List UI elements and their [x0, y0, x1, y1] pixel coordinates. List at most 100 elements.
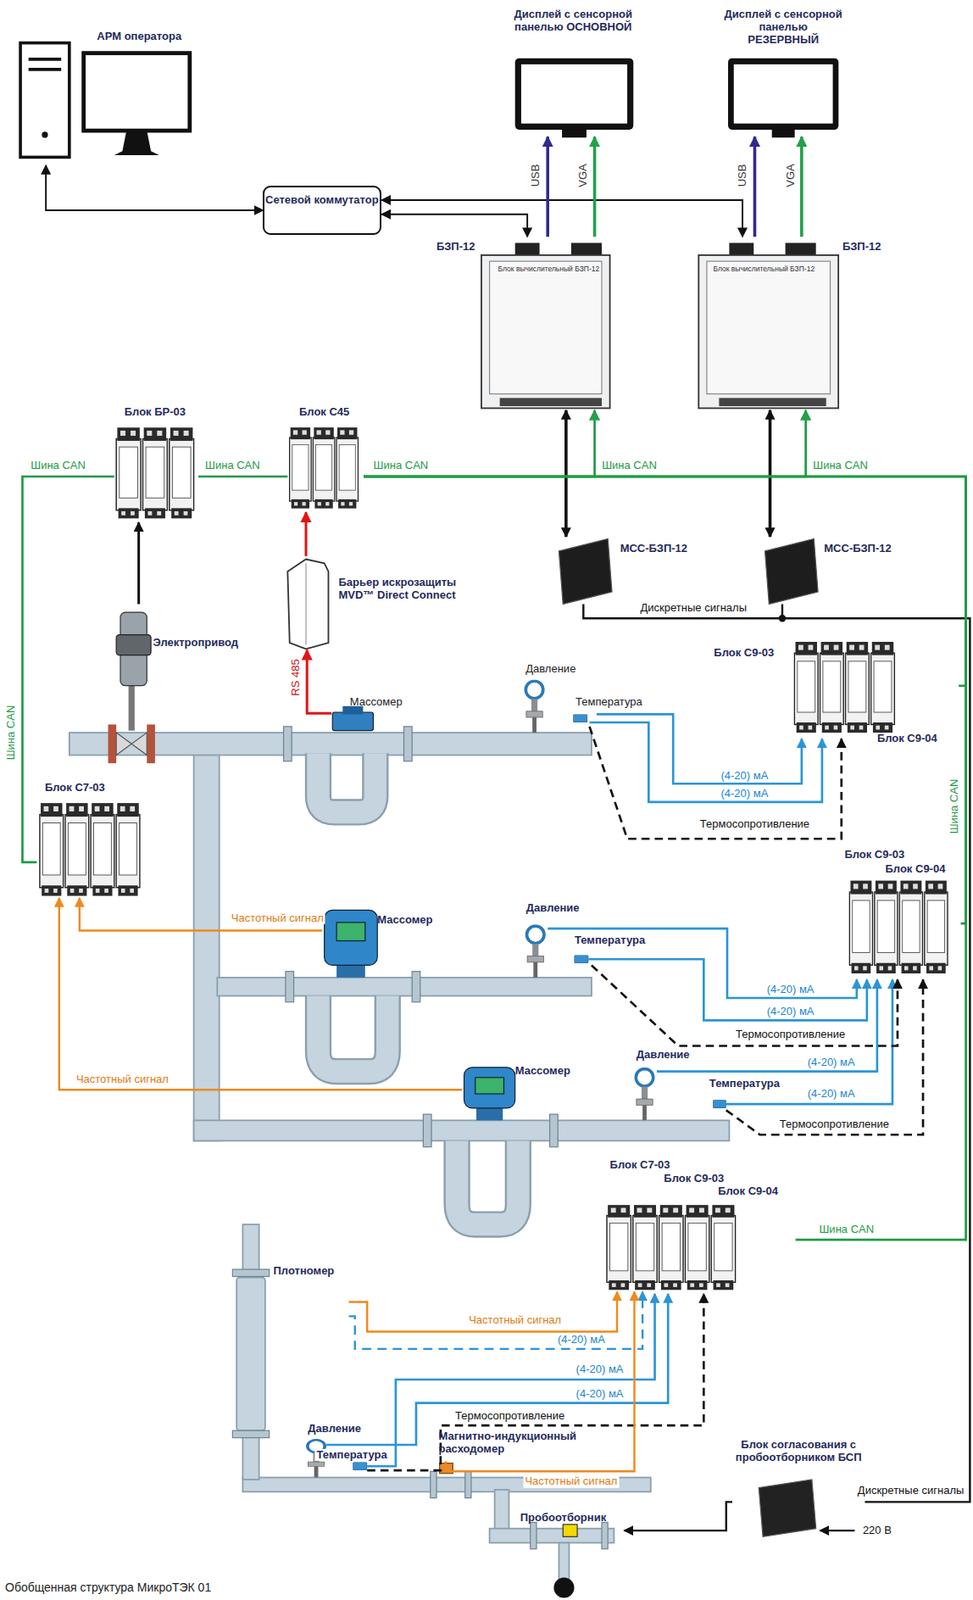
signal-label: Шина CAN — [28, 459, 88, 472]
signal-label: (4-20) мА — [574, 1387, 626, 1400]
node-text: МСС-БЗП-12 — [823, 542, 891, 556]
signal-label: (4-20) мА — [765, 1004, 817, 1017]
io-module-group: Блок С9-03Блок С9-04 — [840, 848, 962, 978]
edge-label: Шина CAN — [600, 459, 659, 472]
connector — [768, 410, 773, 537]
connector — [564, 410, 568, 537]
node-text: Блок С9-03 — [713, 646, 774, 660]
node-text: Магнитно-индукционный расходомер — [438, 1429, 602, 1456]
signal-label: Термосопротивление — [778, 1117, 891, 1130]
signal-label: Дискретные сигналы — [856, 1484, 966, 1496]
signal-label: Давление — [305, 1422, 363, 1435]
node-text: Блок С9-03 — [844, 848, 905, 862]
edge-label: USB — [736, 162, 749, 190]
node-text: Блок С7-03 — [44, 781, 106, 795]
signal-label: 220 В — [861, 1523, 894, 1536]
edge-label: Частотный сигнал — [74, 1073, 171, 1085]
connector — [59, 897, 462, 1090]
edge-label: RS 485 — [289, 656, 302, 697]
signal-label: Термосопротивление — [698, 817, 812, 830]
signal-label: (4-20) мА — [806, 1056, 857, 1068]
connector — [593, 136, 597, 237]
node-text: Блок С45 — [287, 405, 362, 419]
signal-label: (4-20) мА — [574, 1362, 626, 1375]
valve-actuator: Электропривод — [111, 603, 257, 702]
signal-label: Термосопротивление — [453, 1409, 567, 1422]
sampler: Пробоотборник — [517, 1511, 624, 1542]
signal-label: Термосопротивление — [733, 1028, 847, 1040]
signal-label: Давление — [634, 1048, 692, 1061]
display: Дисплей с сенсорной панелью ОСНОВНОЙ — [496, 8, 651, 138]
signal-module: МСС-БЗП-12 — [762, 536, 906, 604]
node-text: Блок вычислительный БЗП-12 — [487, 265, 610, 274]
node-text: МСС-БЗП-12 — [620, 542, 688, 556]
edge-label: VGA — [577, 161, 590, 189]
signal-label: Давление — [524, 901, 582, 914]
edge-label: Шина CAN — [811, 459, 870, 472]
densitometer: Плотномер — [234, 1260, 350, 1322]
connector — [349, 1291, 644, 1349]
io-module: Блок С7-03 — [36, 781, 143, 898]
signal-label: Температура — [572, 934, 647, 946]
edge-label: Шина CAN — [372, 459, 431, 472]
edge-label: Частотный сигнал — [467, 1313, 563, 1326]
connector — [381, 214, 528, 237]
io-module-group: Блок С7-03Блок С9-03Блок С9-04 — [606, 1158, 796, 1291]
io-module: Блок С45 — [287, 405, 364, 512]
network-switch: Сетевой коммутатор — [262, 185, 382, 235]
node-text: Барьер искрозащиты MVD™ Direct Connect — [339, 576, 489, 602]
connector — [545, 136, 550, 237]
magnetic-flowmeter: Магнитно-индукционный расходомер — [432, 1429, 607, 1461]
connector — [349, 1291, 618, 1332]
connector — [137, 522, 140, 604]
safety-barrier: Барьер искрозащиты MVD™ Direct Connect — [283, 556, 491, 651]
connector — [305, 511, 308, 556]
edge-label: VGA — [783, 161, 796, 189]
computing-unit: БЗП-12Блок вычислительный БЗП-12 — [436, 236, 613, 411]
edge-label: Дискретные сигналы — [639, 601, 749, 614]
mass-flowmeter: Массомер — [331, 693, 416, 733]
node-text: Сетевой коммутатор — [264, 194, 379, 207]
mass-flowmeter: Массомер — [461, 1062, 584, 1127]
signal-label: Температура — [315, 1448, 390, 1461]
node-text: Электропривод — [152, 636, 239, 650]
edge-label: Частотный сигнал — [522, 1474, 619, 1487]
edge-label: (4-20) мА — [556, 1333, 607, 1346]
signal-label: Температура — [573, 695, 645, 708]
connector — [45, 165, 263, 211]
connector — [363, 410, 595, 477]
mass-flowmeter: Массомер — [322, 906, 455, 976]
node-text: Блок С7-03 — [610, 1158, 671, 1172]
connector — [306, 650, 332, 714]
node-text: Дисплей с сенсорной панелью ОСНОВНОЙ — [511, 8, 634, 34]
node-text: БЗП-12 — [842, 240, 881, 254]
connector — [363, 476, 967, 923]
caption: Обобщенная структура МикроТЭК 01 — [5, 1579, 212, 1594]
node-text: Блок С9-04 — [877, 732, 938, 746]
connector — [198, 475, 288, 479]
node-text: Плотномер — [272, 1264, 334, 1278]
sampler-interface: Блок согласования с пробоотборником БСП — [732, 1438, 868, 1537]
node-text: Блок С9-03 — [663, 1172, 724, 1185]
node-text: Блок вычислительный БЗП-12 — [702, 265, 825, 274]
node-text: Пробоотборник — [520, 1511, 607, 1524]
connector — [381, 200, 743, 237]
edge-label: USB — [529, 162, 542, 190]
signal-label: (4-20) мА — [718, 787, 770, 800]
edge-label: Шина CAN — [817, 1223, 876, 1235]
edge-label: Частотный сигнал — [229, 911, 326, 924]
connector — [623, 1501, 733, 1530]
node-text: Блок С9-04 — [885, 862, 946, 876]
connector — [753, 136, 757, 237]
node-text: Массомер — [350, 695, 403, 709]
node-text: Блок С9-04 — [717, 1184, 779, 1198]
connector — [22, 476, 114, 862]
io-module-group: Блок С9-03Блок С9-04 — [713, 638, 959, 753]
node-text: Дисплей с сенсорной панелью РЕЗЕРВНЫЙ — [722, 8, 845, 47]
io-module: Блок БР-03 — [114, 405, 199, 523]
node-text: Блок БР-03 — [114, 405, 196, 419]
node-text: БЗП-12 — [436, 240, 475, 254]
